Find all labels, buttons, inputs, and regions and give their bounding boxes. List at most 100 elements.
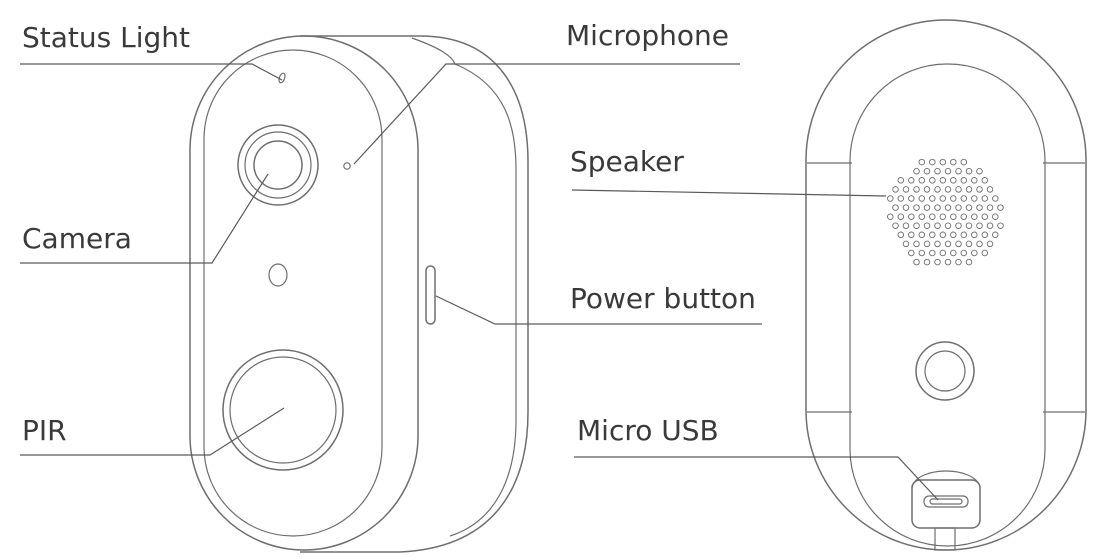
speaker-hole — [902, 204, 910, 211]
speaker-hole — [897, 177, 905, 184]
speaker-hole — [950, 213, 957, 220]
speaker-hole — [955, 258, 962, 266]
speaker-hole — [986, 222, 994, 229]
speaker-hole — [944, 222, 952, 229]
speaker-hole — [976, 167, 983, 175]
camera-lens-outer — [237, 124, 319, 206]
speaker-hole — [965, 167, 973, 175]
speaker-hole — [955, 240, 962, 248]
label-microphone: Microphone — [566, 19, 729, 52]
speaker-hole — [944, 204, 952, 211]
label-power-button: Power button — [570, 282, 756, 315]
leader-camera — [20, 173, 269, 264]
power-button-icon — [425, 265, 436, 325]
speaker-hole — [950, 158, 957, 166]
speaker-hole — [971, 231, 978, 239]
speaker-hole — [950, 249, 957, 257]
speaker-hole — [939, 177, 947, 184]
speaker-hole — [913, 204, 920, 211]
speaker-hole — [960, 158, 968, 166]
speaker-hole — [887, 213, 894, 220]
doorbell-front-view — [189, 35, 529, 553]
label-camera: Camera — [22, 222, 132, 255]
speaker-hole — [986, 186, 994, 193]
speaker-hole — [923, 167, 931, 175]
speaker-hole — [981, 177, 989, 184]
speaker-hole — [897, 231, 905, 239]
speaker-hole — [960, 177, 968, 184]
speaker-hole — [944, 240, 952, 248]
speaker-hole — [965, 222, 973, 229]
speaker-hole — [934, 167, 941, 175]
speaker-hole — [981, 195, 989, 202]
speaker-hole — [981, 213, 989, 220]
speaker-hole — [971, 177, 978, 184]
speaker-hole — [929, 231, 936, 239]
speaker-hole — [992, 195, 999, 202]
leader-power-button — [435, 295, 762, 325]
speaker-hole — [918, 231, 926, 239]
speaker-hole — [902, 222, 910, 229]
light-sensor-icon — [268, 263, 288, 287]
leader-microphone — [353, 63, 740, 165]
speaker-hole — [892, 204, 899, 211]
speaker-hole — [918, 213, 926, 220]
speaker-hole — [908, 231, 915, 239]
speaker-hole — [986, 240, 994, 248]
speaker-hole — [929, 177, 936, 184]
leader-status-light — [20, 63, 283, 81]
speaker-hole — [955, 186, 962, 193]
speaker-hole — [913, 186, 920, 193]
speaker-hole — [944, 258, 952, 266]
status-light-icon — [278, 72, 286, 84]
speaker-hole — [902, 240, 910, 248]
speaker-hole — [971, 213, 978, 220]
speaker-hole — [997, 204, 1004, 211]
speaker-hole — [892, 186, 899, 193]
speaker-hole — [981, 249, 989, 257]
leader-lines — [20, 63, 939, 501]
speaker-hole — [908, 213, 915, 220]
speaker-hole — [923, 204, 931, 211]
speaker-hole — [950, 231, 957, 239]
speaker-hole — [913, 258, 920, 266]
doorbell-front-outer — [189, 35, 419, 551]
speaker-hole — [934, 204, 941, 211]
speaker-hole — [992, 231, 999, 239]
doorbell-side-shell — [300, 35, 529, 553]
speaker-hole — [929, 249, 936, 257]
speaker-hole — [955, 204, 962, 211]
speaker-hole — [918, 249, 926, 257]
speaker-hole — [960, 231, 968, 239]
speaker-hole — [908, 195, 915, 202]
speaker-hole — [918, 177, 926, 184]
speaker-hole — [944, 186, 952, 193]
speaker-hole — [913, 167, 920, 175]
doorbell-side-inner — [449, 63, 517, 537]
speaker-hole — [939, 249, 947, 257]
speaker-hole — [897, 195, 905, 202]
microphone-hole-icon — [343, 162, 351, 170]
speaker-hole — [976, 186, 983, 193]
speaker-hole — [929, 195, 936, 202]
speaker-hole — [955, 222, 962, 229]
speaker-hole — [908, 249, 915, 257]
speaker-hole — [934, 240, 941, 248]
speaker-hole — [939, 213, 947, 220]
speaker-hole — [986, 204, 994, 211]
usb-plug-stem — [934, 527, 956, 551]
speaker-hole — [934, 186, 941, 193]
label-status-light: Status Light — [22, 21, 190, 54]
speaker-hole — [976, 240, 983, 248]
speaker-hole — [992, 213, 999, 220]
speaker-hole — [923, 186, 931, 193]
speaker-hole — [892, 222, 899, 229]
speaker-hole — [923, 258, 931, 266]
back-hole-inner — [924, 350, 966, 392]
leader-pir — [20, 407, 285, 456]
speaker-hole — [918, 195, 926, 202]
speaker-hole — [976, 222, 983, 229]
speaker-hole — [960, 195, 968, 202]
